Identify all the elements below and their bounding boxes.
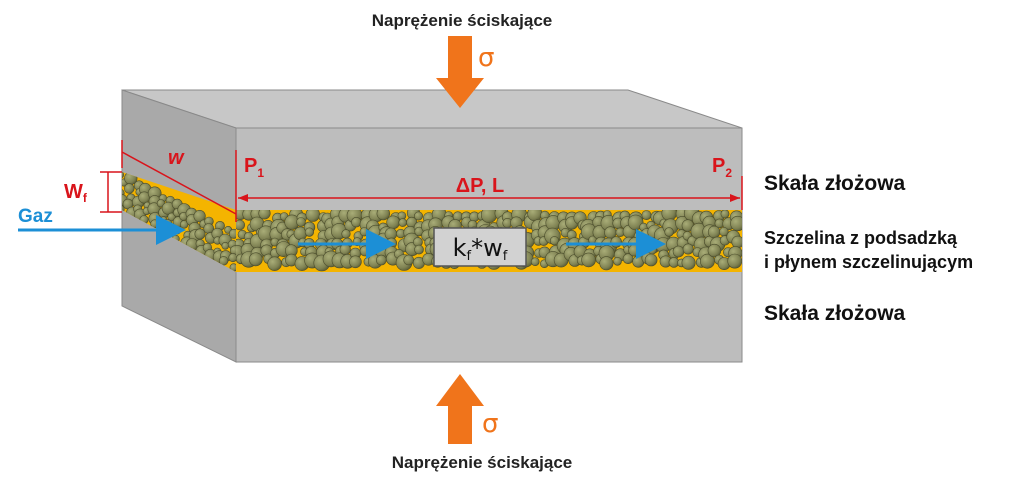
proppant-grain xyxy=(707,225,721,239)
proppant-grain xyxy=(672,245,685,258)
proppant-grain xyxy=(221,242,230,250)
proppant-grain xyxy=(613,256,622,266)
width-label: w xyxy=(168,147,185,169)
proppant-grain xyxy=(386,215,401,230)
proppant-grain xyxy=(124,183,135,194)
proppant-grain xyxy=(351,217,362,228)
proppant-grain xyxy=(641,210,652,220)
proppant-grain xyxy=(403,254,415,266)
length-label: ΔP, L xyxy=(456,175,504,197)
proppant-grain xyxy=(599,256,614,271)
proppant-grain xyxy=(218,256,229,266)
proppant-grain xyxy=(398,218,408,227)
sigma-bottom: σ xyxy=(482,409,498,439)
fracture-label-line2: i płynem szczelinującym xyxy=(764,252,973,272)
proppant-grain xyxy=(359,245,371,257)
proppant-grain xyxy=(720,210,730,219)
proppant-grain xyxy=(610,236,622,248)
proppant-grain xyxy=(341,229,351,239)
sigma-top: σ xyxy=(478,43,494,73)
proppant-grain xyxy=(730,215,742,232)
proppant-grain xyxy=(647,245,657,255)
layer-label-bottom: Skała złożowa xyxy=(764,302,906,325)
proppant-grain xyxy=(414,244,424,255)
proppant-grain xyxy=(236,219,245,231)
stress-arrow-bottom xyxy=(436,374,484,444)
gas-label: Gaz xyxy=(18,206,53,227)
pressure-out-label: P2 xyxy=(712,155,732,180)
proppant-grain xyxy=(194,228,206,240)
conductivity-box xyxy=(433,227,527,267)
proppant-grain xyxy=(376,210,390,221)
pressure-in-label: P1 xyxy=(244,155,264,180)
layer-label-top: Skała złożowa xyxy=(764,172,906,195)
proppant-grain xyxy=(530,257,540,267)
proppant-grain xyxy=(228,253,236,263)
proppant-grain xyxy=(707,243,722,258)
proppant-grain xyxy=(644,253,658,267)
stress-arrow-top xyxy=(436,36,484,108)
proppant-grain xyxy=(375,254,387,266)
proppant-grain xyxy=(349,255,362,269)
proppant-grain xyxy=(581,252,596,268)
proppant-grain xyxy=(339,243,351,255)
width-dimension-line xyxy=(121,151,237,215)
proppant-grain xyxy=(682,243,694,255)
proppant-grain xyxy=(681,255,696,270)
proppant-grain xyxy=(228,228,236,239)
proppant-grain xyxy=(296,217,306,227)
conductivity-label: kf*wf xyxy=(453,234,508,264)
proppant-grain xyxy=(664,227,674,237)
proppant-grain xyxy=(267,256,282,271)
proppant-grain xyxy=(731,235,742,249)
proppant-grain xyxy=(413,211,423,221)
proppant-grain xyxy=(122,172,125,179)
fracture-label-line1: Szczelina z podsadzką xyxy=(764,228,958,248)
proppant-grain xyxy=(628,244,641,257)
fracture-width-label: Wf xyxy=(64,181,88,205)
stress-label-top: Naprężenie ściskające xyxy=(372,11,553,30)
proppant-grain xyxy=(162,219,173,230)
proppant-grain xyxy=(248,252,263,267)
proppant-grain xyxy=(193,210,206,223)
proppant-grain xyxy=(727,253,742,269)
proppant-grain xyxy=(304,227,315,237)
stress-label-bottom: Naprężenie ściskające xyxy=(392,453,573,472)
proppant-grain xyxy=(258,210,271,220)
